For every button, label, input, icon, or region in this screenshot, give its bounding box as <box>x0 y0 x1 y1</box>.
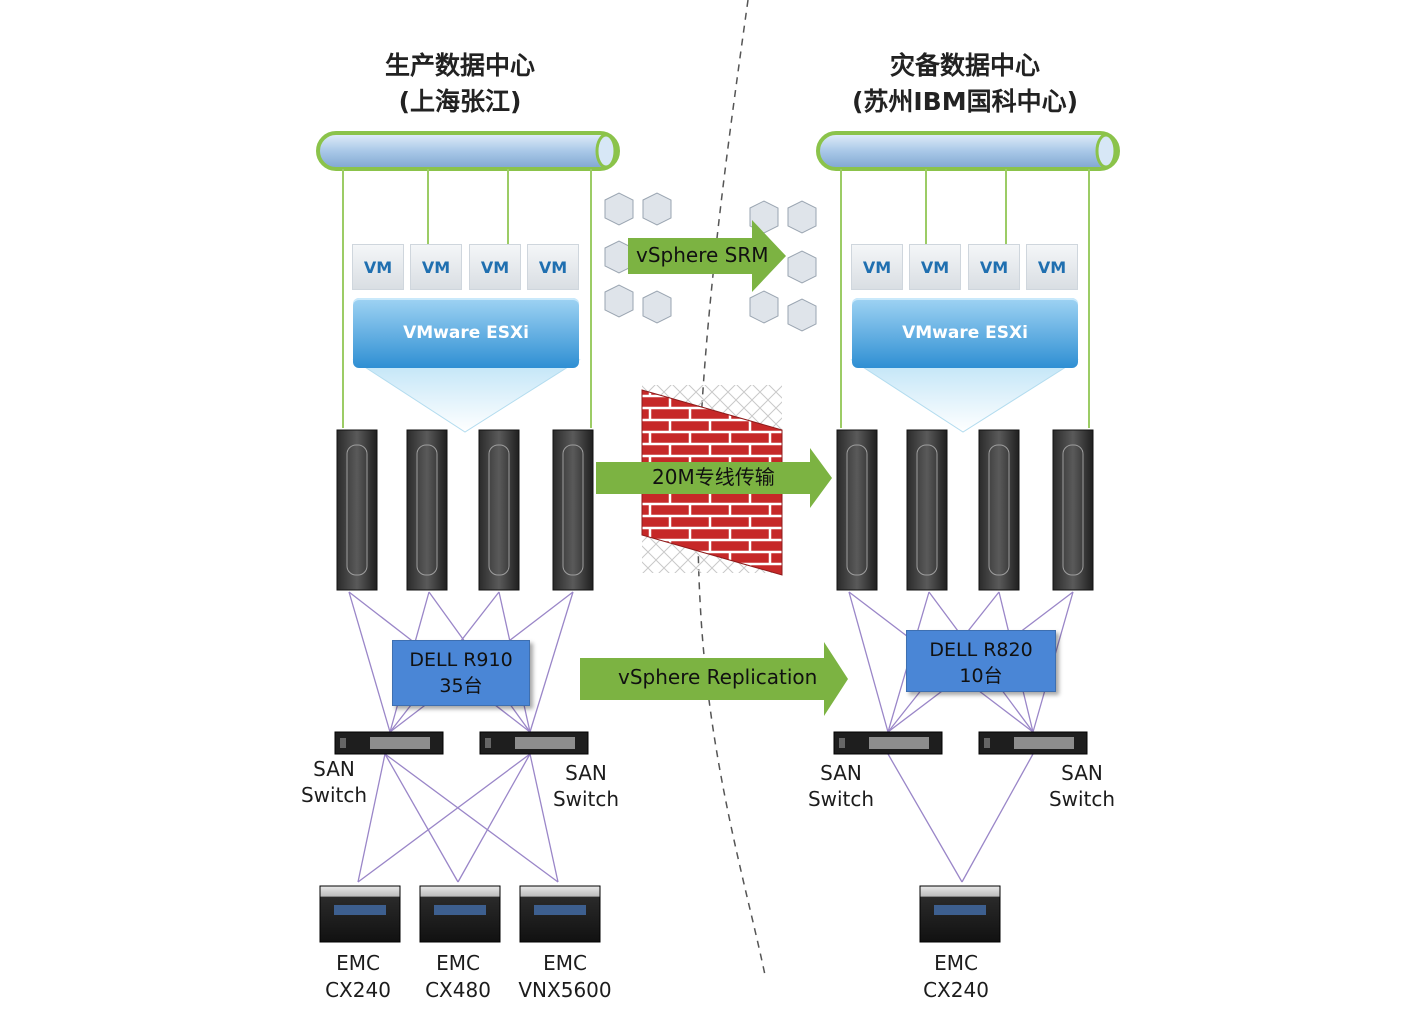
replication-label: vSphere Replication <box>618 665 818 689</box>
left-storage-3-model: VNX5600 <box>518 978 612 1002</box>
left-server-model: DELL R910 <box>409 649 513 671</box>
replication-arrow <box>580 642 848 716</box>
left-site-title-line2: (上海张江) <box>398 87 522 116</box>
left-vm-4: VM <box>527 244 579 290</box>
left-storage-2-model: CX480 <box>425 978 491 1002</box>
right-storage-array <box>919 885 1001 943</box>
right-switch-1-label-line2: Switch <box>807 787 875 811</box>
right-storage-1-model: CX240 <box>923 978 989 1002</box>
left-server-count: 35台 <box>439 675 483 697</box>
left-san-switch-2 <box>479 731 589 755</box>
left-storage-1-vendor: EMC <box>336 951 380 975</box>
right-pipe-connectors <box>840 169 1090 428</box>
dedicated-line-arrow <box>596 448 832 508</box>
left-vm-1: VM <box>352 244 404 290</box>
left-storage-arrays <box>319 885 601 943</box>
srm-label: vSphere SRM <box>636 243 769 267</box>
right-vm-2: VM <box>909 244 961 290</box>
right-san-switch-2 <box>978 731 1088 755</box>
left-vm-3: VM <box>469 244 521 290</box>
right-hypervisor: VMware ESXi <box>852 298 1078 368</box>
vm-cubes-right <box>749 200 817 332</box>
left-san-switch-1 <box>334 731 444 755</box>
right-vm-4: VM <box>1026 244 1078 290</box>
right-esxi-fan <box>850 359 1079 433</box>
left-esxi-fan <box>352 359 581 433</box>
left-server-model-box: DELL R910 35台 <box>392 640 530 706</box>
left-switch-1-label-line2: Switch <box>300 783 368 807</box>
right-server-model: DELL R820 <box>929 639 1033 661</box>
left-switch-2-label-line1: SAN <box>565 761 607 785</box>
left-server-rack <box>336 429 594 591</box>
vm-cubes-left <box>604 192 672 324</box>
left-vm-2: VM <box>410 244 462 290</box>
right-switch-2-label-line2: Switch <box>1048 787 1116 811</box>
left-site-title-line1: 生产数据中心 <box>384 51 535 80</box>
right-vm-3: VM <box>968 244 1020 290</box>
right-storage-1-vendor: EMC <box>934 951 978 975</box>
left-pipe-connectors <box>342 169 592 428</box>
left-switch-to-storage-links <box>357 753 559 883</box>
right-network-pipe <box>816 131 1120 171</box>
right-switch-1-label-line1: SAN <box>820 761 862 785</box>
right-server-count: 10台 <box>959 665 1003 687</box>
left-network-pipe <box>316 131 620 171</box>
right-site-title-line1: 灾备数据中心 <box>889 51 1040 80</box>
right-server-model-box: DELL R820 10台 <box>906 630 1056 692</box>
right-vm-1: VM <box>851 244 903 290</box>
right-switch-to-storage-links <box>887 753 1034 883</box>
srm-arrow <box>628 220 786 292</box>
left-storage-1-model: CX240 <box>325 978 391 1002</box>
dedicated-line-label: 20M专线传输 <box>652 465 775 489</box>
right-site-title-line2: (苏州IBM国科中心) <box>851 87 1079 116</box>
right-switch-2-label-line1: SAN <box>1061 761 1103 785</box>
left-storage-2-vendor: EMC <box>436 951 480 975</box>
left-storage-3-vendor: EMC <box>543 951 587 975</box>
right-san-switch-1 <box>833 731 943 755</box>
left-hypervisor: VMware ESXi <box>353 298 579 368</box>
left-switch-2-label-line2: Switch <box>552 787 620 811</box>
right-server-rack <box>836 429 1094 591</box>
left-switch-1-label-line1: SAN <box>313 757 355 781</box>
